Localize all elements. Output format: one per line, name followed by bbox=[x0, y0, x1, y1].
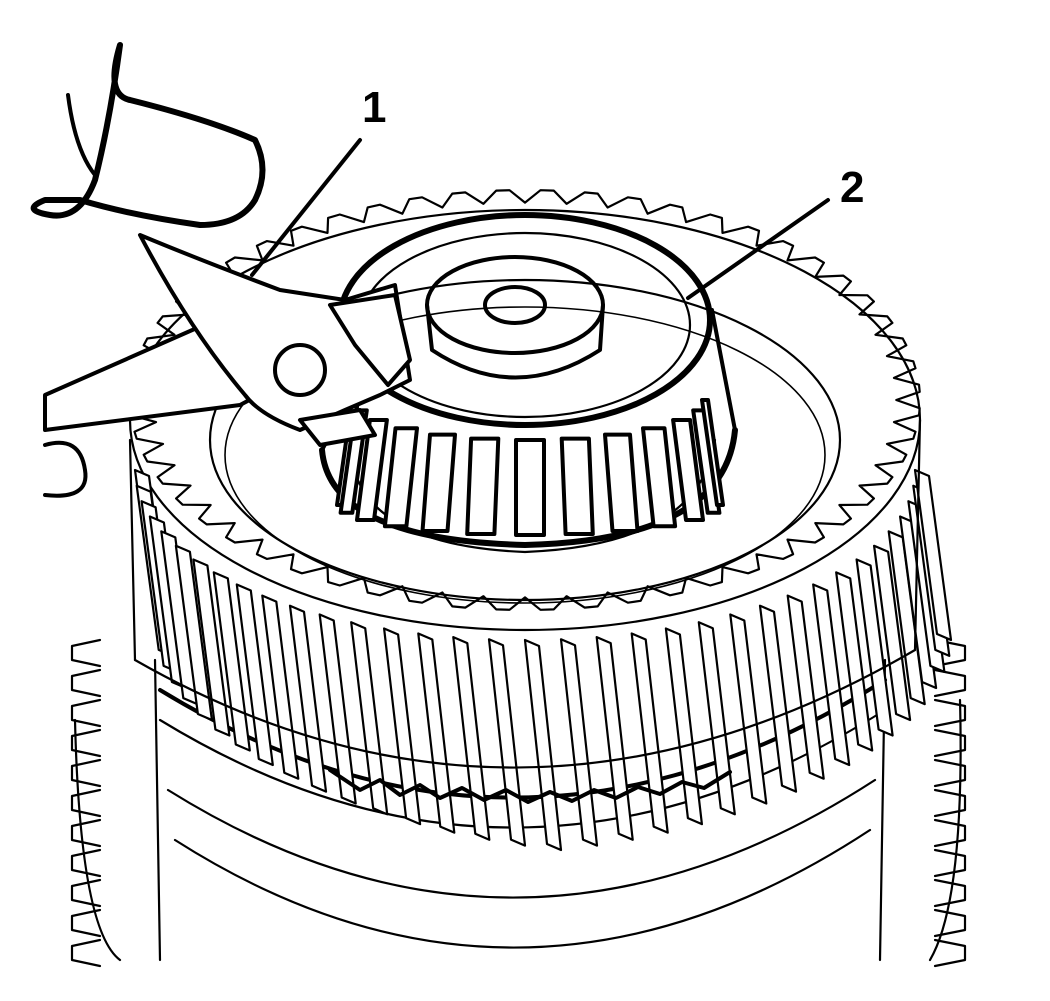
lower-gear-tooth bbox=[70, 788, 102, 818]
lower-gear-tooth bbox=[70, 908, 102, 938]
helical-tooth bbox=[855, 558, 894, 737]
helical-tooth bbox=[812, 583, 851, 767]
gear-helical-teeth bbox=[133, 468, 953, 852]
helical-tooth bbox=[523, 638, 563, 852]
bearing-roller bbox=[355, 418, 389, 522]
lower-gear-tooth bbox=[933, 728, 967, 758]
helical-tooth bbox=[729, 613, 768, 805]
helical-tooth bbox=[318, 613, 357, 805]
helical-tooth bbox=[697, 621, 736, 816]
bearing-rollers bbox=[335, 398, 725, 537]
callout-2-label: 2 bbox=[840, 163, 864, 212]
helical-tooth bbox=[212, 571, 251, 752]
bearing-roller bbox=[559, 436, 595, 536]
lower-gear-tooth bbox=[933, 758, 967, 788]
bearing-roller bbox=[382, 426, 419, 529]
helical-tooth bbox=[758, 604, 798, 793]
lower-gear-tooth bbox=[933, 908, 967, 938]
bearing-roller bbox=[603, 432, 640, 533]
helical-tooth bbox=[786, 594, 825, 780]
helical-tooth bbox=[452, 636, 491, 841]
snap-ring-pliers bbox=[30, 42, 412, 498]
callout-2: 2 bbox=[686, 163, 864, 300]
bearing-roller bbox=[514, 438, 546, 537]
lower-gear-tooth bbox=[933, 698, 967, 728]
lower-gear-right-teeth bbox=[933, 638, 967, 968]
lower-gear-tooth bbox=[933, 878, 967, 908]
bearing-roller bbox=[420, 432, 457, 533]
helical-tooth bbox=[288, 604, 328, 793]
bearing-roller bbox=[671, 418, 705, 522]
lower-gear-tooth bbox=[70, 818, 102, 848]
lower-gear-tooth bbox=[933, 848, 967, 878]
helical-gear bbox=[128, 189, 953, 852]
helical-tooth bbox=[174, 544, 213, 722]
lower-gear-tooth bbox=[933, 668, 967, 698]
lower-gear-tooth bbox=[933, 818, 967, 848]
helical-tooth bbox=[487, 638, 527, 847]
helical-tooth bbox=[887, 530, 926, 706]
lower-gear-tooth bbox=[933, 638, 967, 668]
helical-tooth bbox=[913, 468, 953, 642]
lower-gear-tooth bbox=[70, 728, 102, 758]
lower-gear-tooth bbox=[70, 668, 102, 698]
bearing-roller bbox=[465, 436, 501, 536]
callout-1: 1 bbox=[250, 83, 386, 277]
lower-gear-tooth bbox=[933, 788, 967, 818]
lower-gear-tooth bbox=[70, 758, 102, 788]
lower-gear-tooth bbox=[70, 938, 102, 968]
lower-gear-left-teeth bbox=[70, 638, 102, 968]
lower-gear-tooth bbox=[70, 638, 102, 668]
helical-tooth bbox=[559, 638, 599, 847]
callout-1-label: 1 bbox=[362, 83, 386, 132]
helical-tooth bbox=[192, 558, 231, 737]
helical-tooth bbox=[417, 632, 456, 834]
tapered-roller-bearing bbox=[319, 212, 738, 554]
helical-tooth bbox=[664, 627, 703, 826]
helical-tooth bbox=[383, 627, 422, 826]
lower-gear-tooth bbox=[70, 698, 102, 728]
lower-gear-tooth bbox=[70, 848, 102, 878]
bearing-roller bbox=[641, 426, 678, 529]
helical-tooth bbox=[595, 636, 634, 841]
lower-gear-tooth bbox=[933, 938, 967, 968]
helical-tooth bbox=[261, 594, 300, 780]
helical-tooth bbox=[350, 621, 389, 816]
helical-tooth bbox=[835, 571, 874, 752]
bearing-roller bbox=[700, 398, 725, 507]
lower-gear-tooth bbox=[70, 878, 102, 908]
helical-tooth bbox=[630, 632, 669, 834]
helical-tooth bbox=[873, 544, 912, 722]
